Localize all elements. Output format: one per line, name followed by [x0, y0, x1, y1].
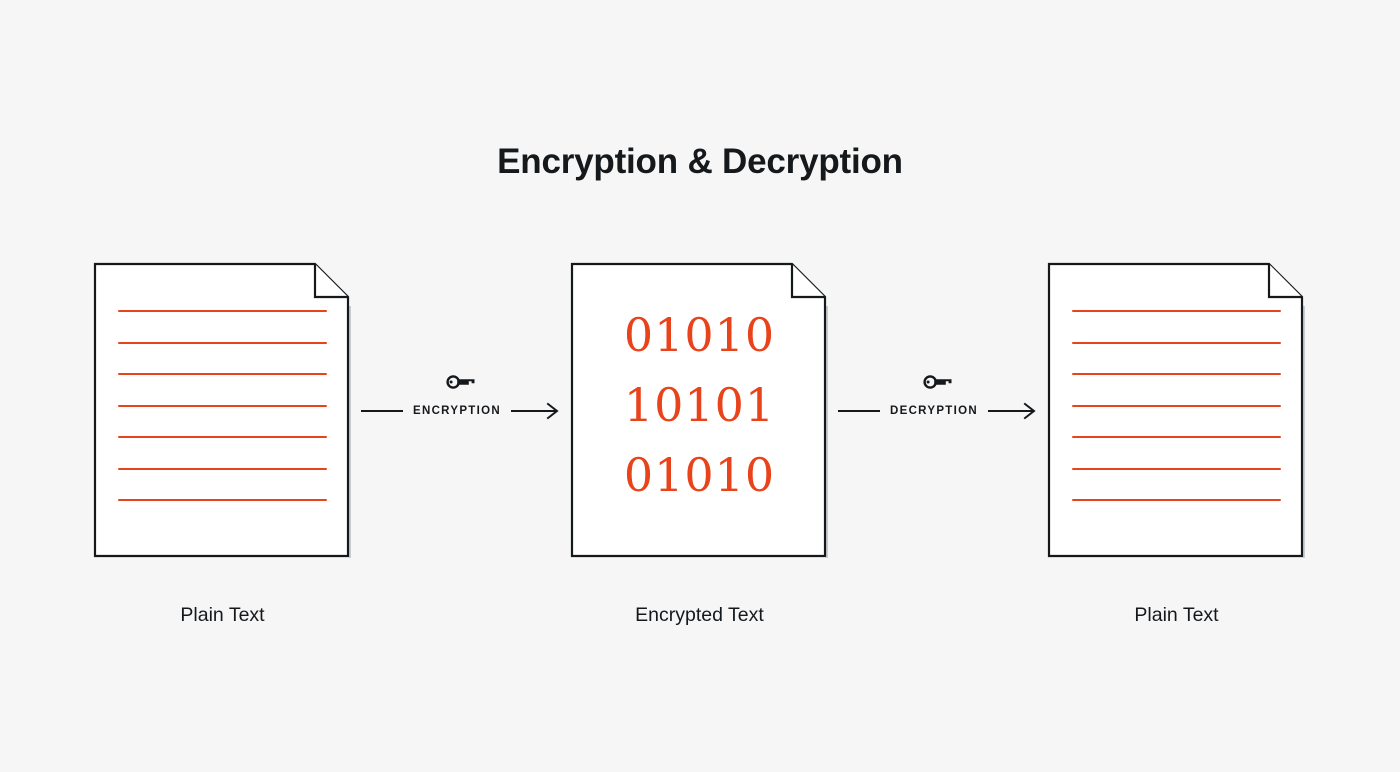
document-plain-text-result: [1047, 262, 1306, 558]
document-binary-content: 01010 10101 01010: [570, 300, 829, 510]
document-ruled-lines: [1072, 310, 1281, 510]
document-caption-encrypted-text: Encrypted Text: [635, 604, 764, 626]
connector-label-decryption: DECRYPTION: [890, 405, 978, 417]
connector-row: ENCRYPTION: [352, 398, 570, 424]
connector-line: [361, 410, 403, 412]
key-icon: [352, 372, 570, 392]
arrow-right-icon: [510, 402, 559, 420]
document-ruled-lines: [118, 310, 327, 510]
connector-label-encryption: ENCRYPTION: [413, 405, 501, 417]
document-caption-plain-text-result: Plain Text: [1134, 604, 1219, 626]
document-caption-plain-text-source: Plain Text: [180, 604, 265, 626]
connector-row: DECRYPTION: [829, 398, 1047, 424]
document-icon: [93, 262, 352, 558]
connector-decryption: DECRYPTION: [829, 372, 1047, 424]
binary-row: 01010: [623, 308, 776, 362]
page-title: Encryption & Decryption: [497, 142, 903, 181]
document-plain-text-source: [93, 262, 352, 558]
document-icon: [1047, 262, 1306, 558]
document-encrypted-text: 01010 10101 01010: [570, 262, 829, 558]
key-icon: [829, 372, 1047, 392]
connector-encryption: ENCRYPTION: [352, 372, 570, 424]
arrow-right-icon: [987, 402, 1036, 420]
document-icon: [570, 262, 829, 558]
binary-row: 01010: [623, 448, 776, 502]
binary-row: 10101: [623, 378, 776, 432]
connector-line: [838, 410, 880, 412]
